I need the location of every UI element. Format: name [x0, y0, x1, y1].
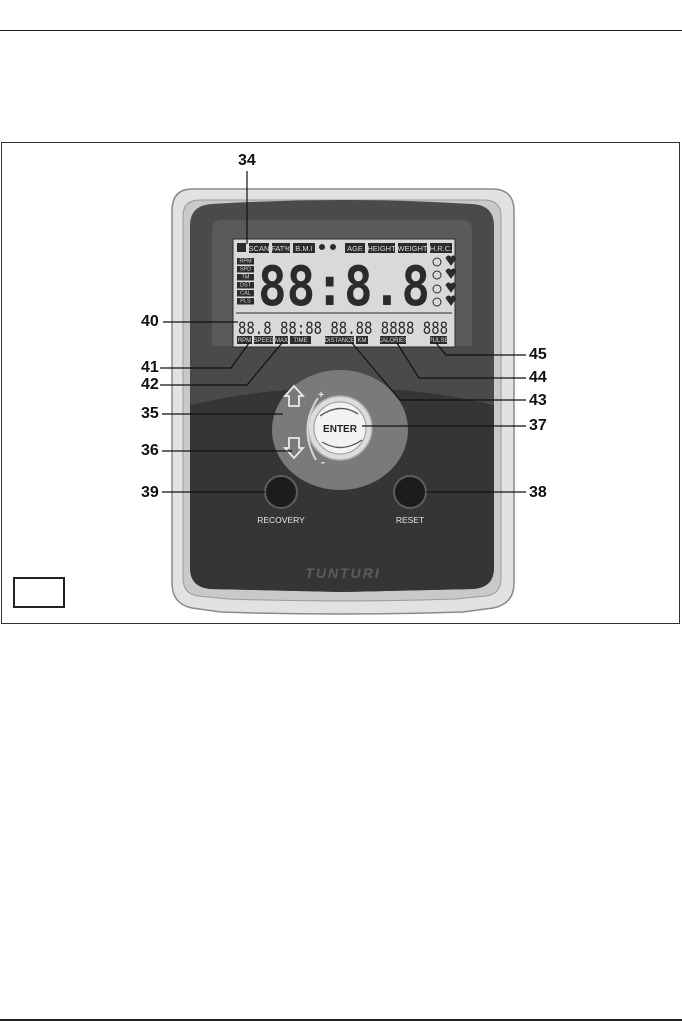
lcd-bottom-distance: DISTANCE: [325, 336, 355, 344]
corner-blank-box: [13, 577, 65, 608]
callout-35: 35: [141, 405, 159, 422]
callout-38: 38: [529, 484, 547, 501]
leader-42: [160, 342, 283, 386]
lcd-bottom-km: KM: [356, 336, 368, 344]
callout-39: 39: [141, 484, 159, 501]
callout-45: 45: [529, 346, 547, 363]
svg-text:DISTANCE: DISTANCE: [325, 338, 355, 344]
down-icon: [432, 297, 442, 307]
svg-text:MAX: MAX: [275, 338, 288, 344]
callout-41: 41: [141, 359, 159, 376]
callout-43: 43: [529, 392, 547, 409]
lcd-side-rpm: RPM: [237, 258, 254, 265]
woman-icon: [330, 244, 336, 250]
heart-icon: [445, 295, 457, 306]
lcd-label-age: AGE: [345, 243, 365, 253]
lcd-side-dst: DST: [237, 282, 254, 289]
lcd-screen: [232, 238, 456, 348]
enter-button-inner: [313, 401, 367, 455]
reset-label: RESET: [396, 515, 424, 525]
lcd-bottom-rpm: RPM: [237, 336, 252, 344]
program-icon: [237, 243, 246, 252]
lcd-label-bmi: B.M.I: [293, 243, 315, 253]
svg-text:AGE: AGE: [347, 244, 363, 253]
callout-42: 42: [141, 376, 159, 393]
up-arrow-icon: [282, 384, 306, 407]
leader-41: [160, 342, 250, 369]
down-arrow-icon: [282, 437, 306, 460]
svg-text:H.R.C.: H.R.C.: [430, 244, 453, 253]
plus-label: +: [318, 390, 324, 401]
lcd-side-tm: TM: [237, 274, 254, 281]
svg-text:RPM: RPM: [239, 259, 252, 265]
lcd-label-scan: SCAN: [249, 243, 270, 253]
svg-text:WEIGHT: WEIGHT: [398, 244, 428, 253]
recovery-label: RECOVERY: [257, 515, 305, 525]
lcd-bottom-pulse: PULSE: [429, 336, 449, 344]
svg-text:SPEED: SPEED: [253, 338, 274, 344]
plus-icon: [432, 270, 442, 280]
svg-text:CAL: CAL: [240, 291, 251, 297]
page-top-rule: [0, 30, 682, 31]
up-icon: [432, 284, 442, 294]
callout-36: 36: [141, 442, 159, 459]
figure-frame: [1, 142, 680, 624]
svg-text:RPM: RPM: [238, 338, 251, 344]
svg-text:PLS: PLS: [240, 299, 251, 305]
leader-43: [351, 342, 526, 401]
svg-text:PULSE: PULSE: [429, 338, 449, 344]
svg-text:KM: KM: [358, 338, 367, 344]
lcd-side-spd: SPD: [237, 266, 254, 273]
lcd-bottom-calories: CALORIES: [378, 336, 408, 344]
heart-icon: [445, 268, 457, 279]
svg-text:SCAN: SCAN: [249, 244, 270, 253]
brand-logo: TUNTURI: [305, 565, 380, 581]
svg-text:TM: TM: [242, 275, 250, 281]
lcd-label-weight: WEIGHT: [398, 243, 428, 253]
page-bottom-rule: [0, 1019, 682, 1021]
callout-37: 37: [529, 417, 547, 434]
recovery-button: [264, 475, 298, 509]
lcd-bottom-time: TIME: [290, 336, 311, 344]
callout-34: 34: [238, 152, 256, 169]
main-digits: 88:8.8: [258, 255, 430, 318]
lcd-right-icons: [432, 255, 457, 307]
leader-44: [396, 342, 526, 379]
lcd-side-pls: PLS: [237, 298, 254, 305]
enter-swirl: [319, 407, 363, 449]
lcd-label-height: HEIGHT: [367, 243, 396, 253]
leader-lines: [160, 171, 526, 493]
lcd-bottom-speed: SPEED: [253, 336, 274, 344]
leader-45: [435, 342, 526, 356]
man-icon: [319, 244, 325, 250]
svg-text:DST: DST: [240, 283, 252, 289]
heart-icon: [445, 282, 457, 293]
svg-text:FAT%: FAT%: [271, 244, 291, 253]
minus-icon: [432, 257, 442, 267]
reset-button: [393, 475, 427, 509]
lcd-label-hrc: H.R.C.: [430, 243, 453, 253]
callout-44: 44: [529, 369, 547, 386]
svg-text:CALORIES: CALORIES: [378, 338, 408, 344]
callout-40: 40: [141, 313, 159, 330]
svg-text:TIME: TIME: [293, 338, 307, 344]
row-digits: 88.8 88:88 88.88 8888 888: [238, 319, 448, 339]
enter-label: ENTER: [323, 424, 358, 435]
lcd-side-labels: RPM SPD TM DST CAL PLS: [237, 258, 254, 305]
adjust-arc: [306, 397, 319, 461]
lcd-bottom-max: MAX: [275, 336, 288, 344]
svg-text:B.M.I: B.M.I: [295, 244, 313, 253]
lcd-side-cal: CAL: [237, 290, 254, 297]
heart-icon: [445, 255, 457, 266]
svg-text:HEIGHT: HEIGHT: [367, 244, 396, 253]
svg-text:SPD: SPD: [240, 267, 251, 273]
lcd-label-fat: FAT%: [271, 243, 291, 253]
minus-label: -: [321, 455, 325, 469]
